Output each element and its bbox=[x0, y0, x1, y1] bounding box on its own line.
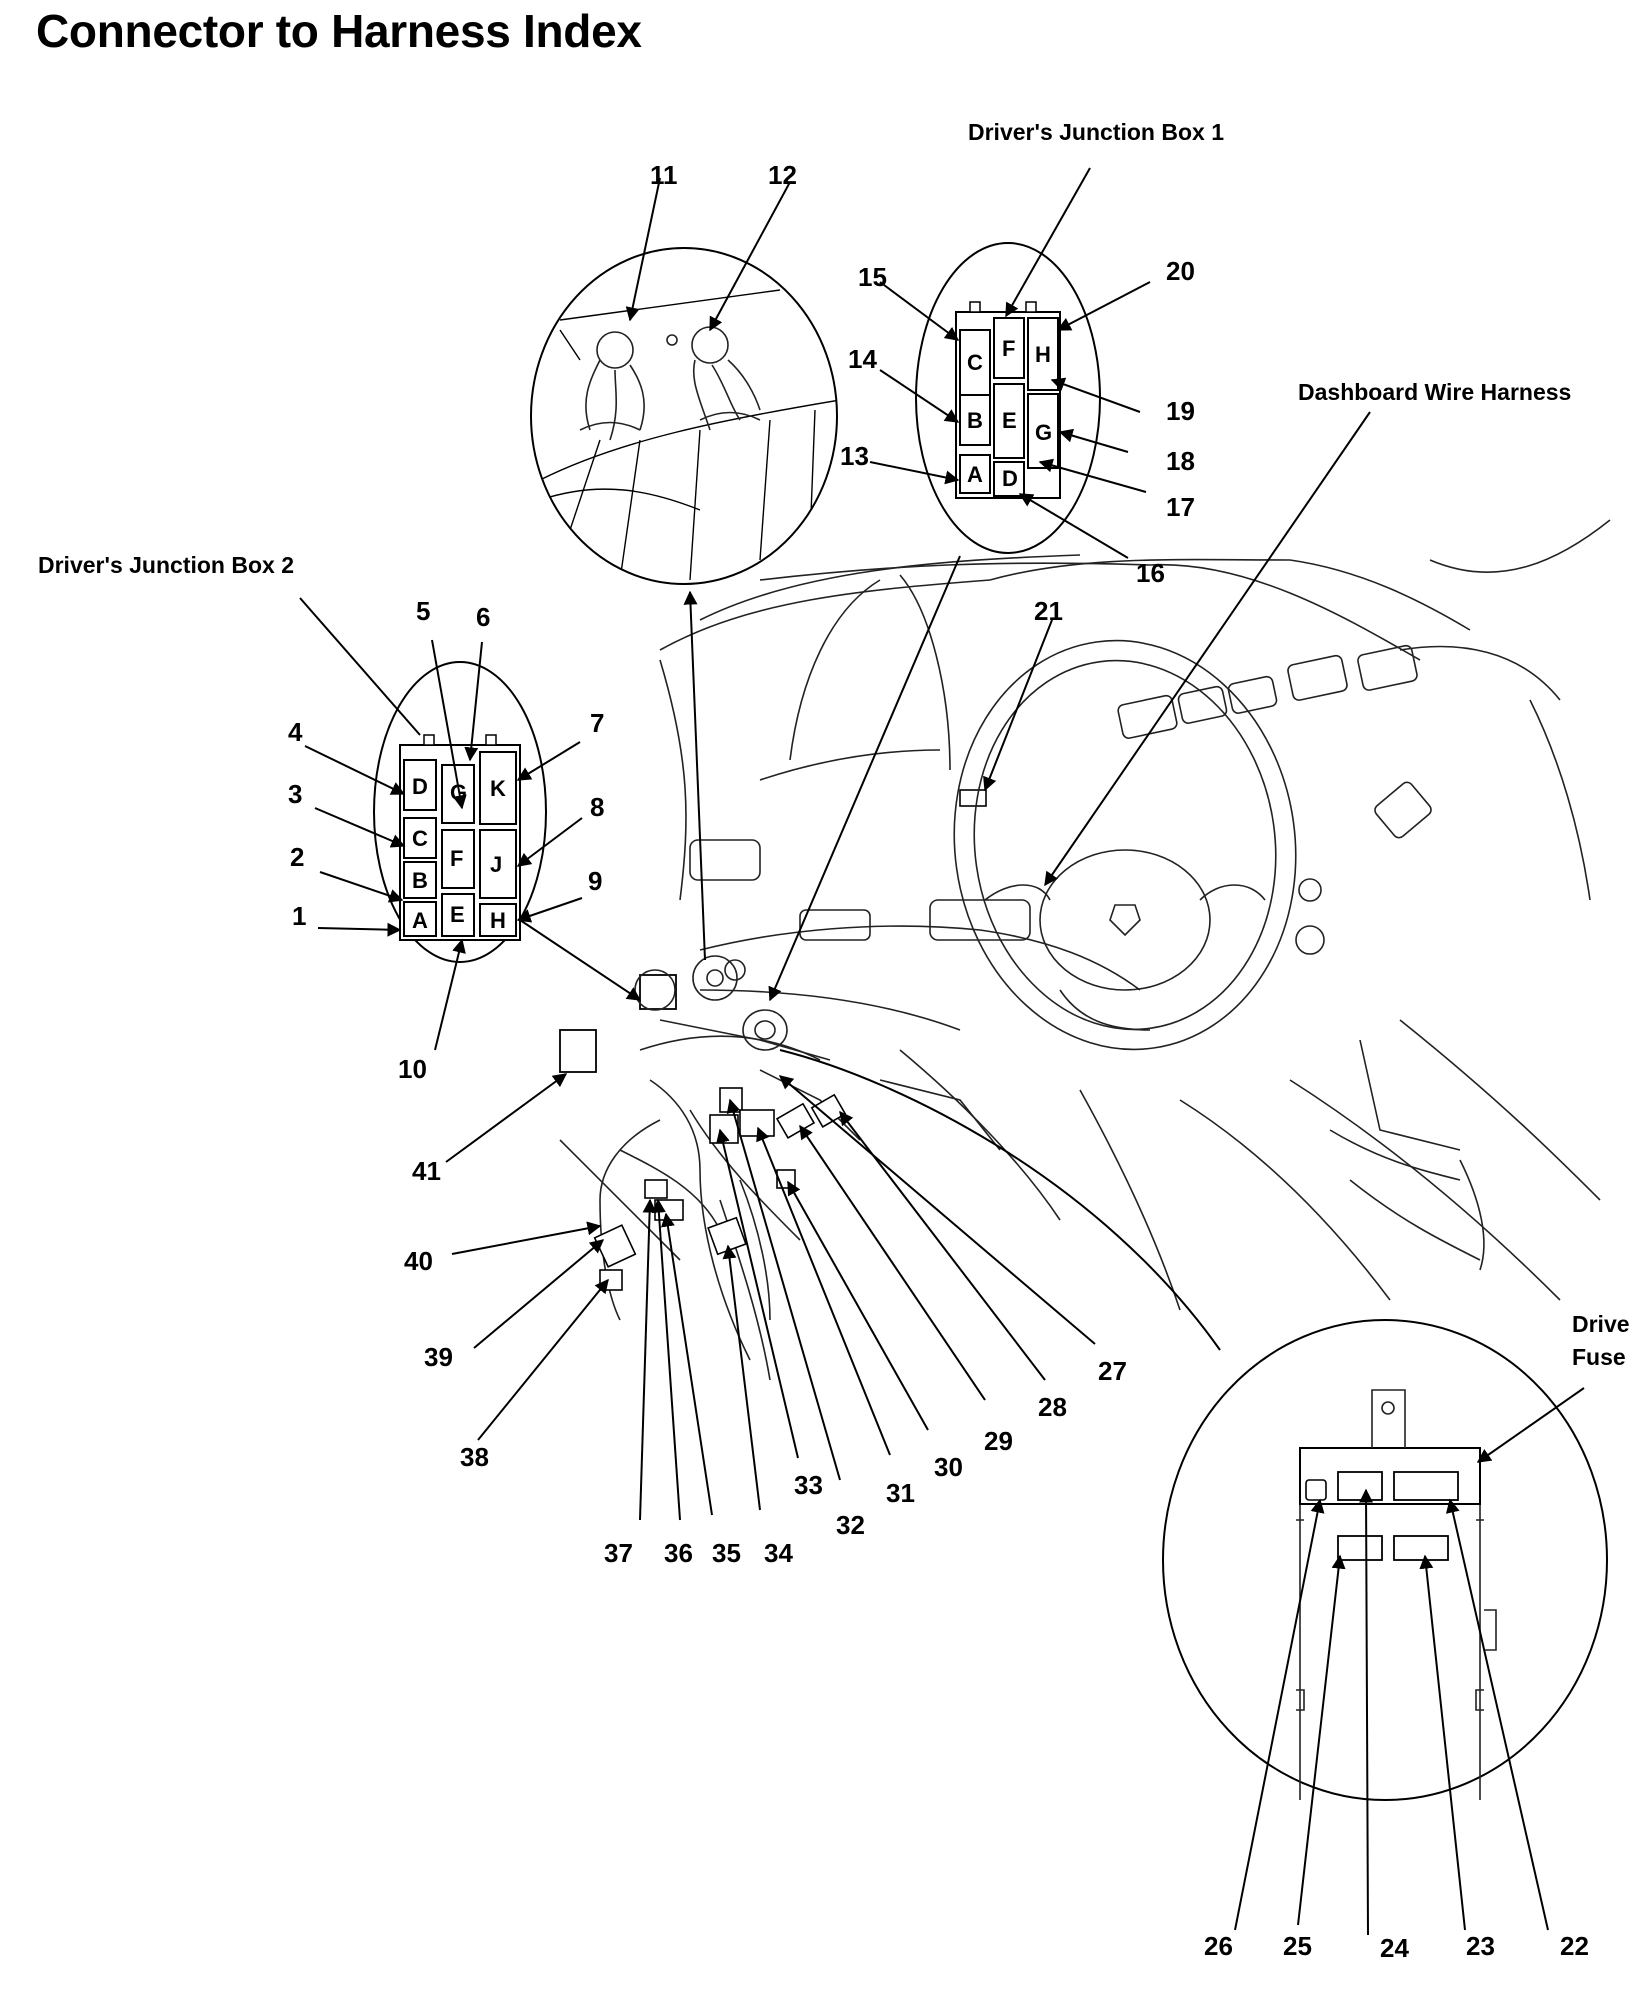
callout-9: 9 bbox=[588, 866, 602, 896]
callout-33: 33 bbox=[794, 1470, 823, 1500]
callout-37: 37 bbox=[604, 1538, 633, 1568]
callout-20: 20 bbox=[1166, 256, 1195, 286]
callout-1: 1 bbox=[292, 901, 306, 931]
callout-26: 26 bbox=[1204, 1931, 1233, 1961]
callout-14: 14 bbox=[848, 344, 877, 374]
harness-bundle bbox=[559, 955, 847, 1381]
fuse-box-inset bbox=[1162, 1319, 1608, 1801]
callout-39: 39 bbox=[424, 1342, 453, 1372]
jb1-pin: B bbox=[967, 408, 983, 433]
callout-36: 36 bbox=[664, 1538, 693, 1568]
page-title: Connector to Harness Index bbox=[36, 5, 642, 57]
callout-25: 25 bbox=[1283, 1931, 1312, 1961]
callout-18: 18 bbox=[1166, 446, 1195, 476]
jb1-pin: C bbox=[967, 350, 983, 375]
callout-8: 8 bbox=[590, 792, 604, 822]
callout-5: 5 bbox=[416, 596, 430, 626]
callout-31: 31 bbox=[886, 1478, 915, 1508]
callout-6: 6 bbox=[476, 602, 490, 632]
callout-34: 34 bbox=[764, 1538, 793, 1568]
callout-24: 24 bbox=[1380, 1933, 1409, 1963]
callout-41: 41 bbox=[412, 1156, 441, 1186]
callout-16: 16 bbox=[1136, 558, 1165, 588]
clip-detail-inset bbox=[530, 247, 838, 585]
jb1-pin: A bbox=[967, 462, 983, 487]
callout-2: 2 bbox=[290, 842, 304, 872]
leader-lines bbox=[299, 167, 1585, 1936]
callout-10: 10 bbox=[398, 1054, 427, 1084]
caption-dashboard-harness: Dashboard Wire Harness bbox=[1298, 379, 1571, 405]
jb2-pin: C bbox=[412, 826, 428, 851]
caption-junction-box-2: Driver's Junction Box 2 bbox=[38, 552, 294, 578]
jb2-pin: E bbox=[450, 902, 465, 927]
callout-38: 38 bbox=[460, 1442, 489, 1472]
callout-12: 12 bbox=[768, 160, 797, 190]
captions: Driver's Junction Box 1 Driver's Junctio… bbox=[38, 119, 1630, 1370]
jb1-pin: D bbox=[1002, 466, 1018, 491]
jb1-pin: E bbox=[1002, 408, 1017, 433]
jb2-pin: A bbox=[412, 908, 428, 933]
jb1-pin: H bbox=[1035, 342, 1051, 367]
callout-21: 21 bbox=[1034, 596, 1063, 626]
jb1-pin: F bbox=[1002, 336, 1015, 361]
callout-17: 17 bbox=[1166, 492, 1195, 522]
dashboard-sketch bbox=[559, 519, 1611, 1311]
callout-40: 40 bbox=[404, 1246, 433, 1276]
jb2-pin: B bbox=[412, 868, 428, 893]
jb2-pin: H bbox=[490, 908, 506, 933]
callout-4: 4 bbox=[288, 717, 303, 747]
jb1-pin: G bbox=[1035, 420, 1052, 445]
callout-32: 32 bbox=[836, 1510, 865, 1540]
junction-box-2-inset: D C B A G F E K J H bbox=[373, 661, 547, 963]
callout-29: 29 bbox=[984, 1426, 1013, 1456]
callout-numbers: 1 2 3 4 5 6 7 8 9 10 11 12 13 14 15 16 1… bbox=[288, 160, 1589, 1963]
callout-7: 7 bbox=[590, 708, 604, 738]
callout-27: 27 bbox=[1098, 1356, 1127, 1386]
callout-23: 23 bbox=[1466, 1931, 1495, 1961]
jb2-pin: J bbox=[490, 852, 502, 877]
callout-15: 15 bbox=[858, 262, 887, 292]
callout-35: 35 bbox=[712, 1538, 741, 1568]
caption-junction-box-1: Driver's Junction Box 1 bbox=[968, 119, 1224, 145]
callout-22: 22 bbox=[1560, 1931, 1589, 1961]
junction-box-1-inset: C B A F E D H G bbox=[915, 242, 1101, 554]
caption-fuse-box-line2: Fuse bbox=[1572, 1344, 1626, 1370]
callout-28: 28 bbox=[1038, 1392, 1067, 1422]
callout-3: 3 bbox=[288, 779, 302, 809]
callout-13: 13 bbox=[840, 441, 869, 471]
caption-fuse-box-line1: Drive bbox=[1572, 1311, 1630, 1337]
callout-19: 19 bbox=[1166, 396, 1195, 426]
callout-11: 11 bbox=[650, 160, 678, 190]
callout-30: 30 bbox=[934, 1452, 963, 1482]
jb2-pin: F bbox=[450, 846, 463, 871]
jb2-pin: K bbox=[490, 776, 506, 801]
jb2-pin: D bbox=[412, 774, 428, 799]
